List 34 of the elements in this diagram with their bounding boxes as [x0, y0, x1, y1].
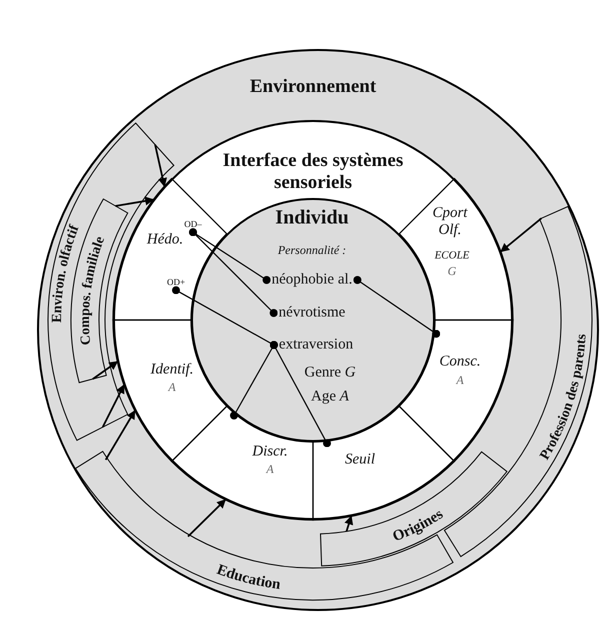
trait-label: Age A [311, 388, 349, 406]
arrow [115, 196, 154, 207]
od-label: OD+ [166, 276, 186, 288]
band-label: Education [214, 562, 282, 593]
sector-label: Seuil [345, 451, 375, 469]
arrow [187, 499, 226, 538]
sector-label: Consc. [439, 353, 481, 371]
sector-code: A [168, 381, 176, 395]
subheading: Personnalité : [278, 244, 346, 258]
trait-label: néophobie al. [272, 271, 352, 289]
sector-label: Hédo. [146, 231, 184, 249]
trait-label: Genre G [304, 364, 356, 382]
connector-line [270, 341, 331, 448]
sector-label: Cport Olf. [431, 204, 469, 240]
sector-label: Discr. [252, 443, 288, 461]
ring-title: Environnement [250, 76, 376, 98]
sector-code: A [456, 374, 464, 388]
circle-title: Individu [275, 206, 349, 230]
sector-code: A [266, 463, 274, 477]
arrow [154, 144, 168, 188]
connector-line [189, 228, 278, 317]
trait-label: névrotisme [278, 304, 346, 322]
arrow [344, 515, 354, 532]
sector-label: Identif. [150, 361, 194, 379]
arrow [102, 384, 125, 428]
od-label: OD– [184, 218, 202, 230]
trait-label: extraversion [278, 336, 354, 354]
sector-code: G [448, 265, 456, 279]
arrow [92, 360, 118, 380]
sector-code: ECOLE [434, 250, 470, 262]
ring-title: Interface des systèmes sensoriels [222, 150, 404, 194]
arrow [500, 218, 542, 252]
arrow [104, 410, 136, 460]
connector-line [353, 276, 440, 338]
